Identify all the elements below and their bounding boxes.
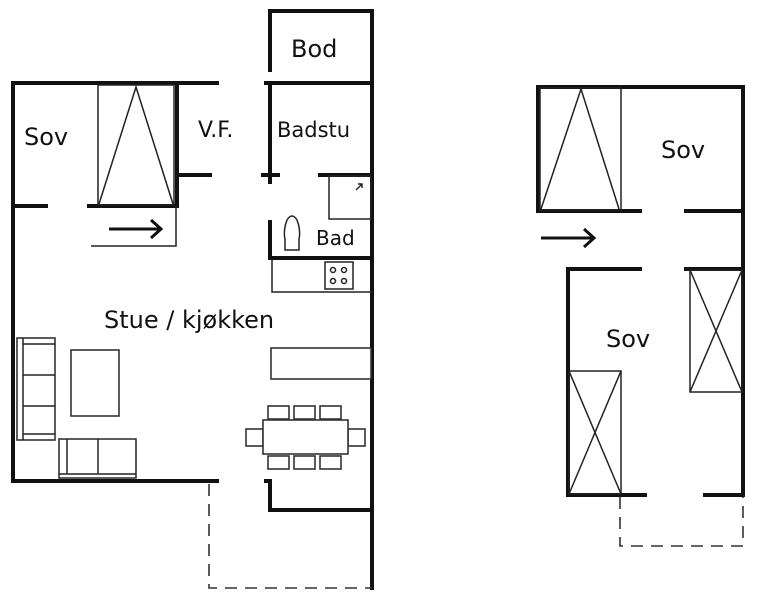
sofa [16, 337, 56, 441]
room-label-bod: Bod [291, 35, 337, 63]
room-label-badstu: Badstu [277, 118, 350, 142]
room-label-vf: V.F. [198, 118, 233, 143]
wall [268, 9, 374, 590]
ground-floor: Bod Sov V.F. Badstu Bad Stue / kjøkken [11, 9, 374, 590]
room-label-sov-top: Sov [661, 136, 705, 164]
wardrobe [568, 370, 622, 495]
stair-landing [91, 206, 177, 247]
staircase [97, 84, 175, 206]
wall [536, 85, 745, 497]
armchair-sofa [58, 438, 137, 479]
stove-icon [324, 261, 354, 290]
dining-table [245, 405, 366, 470]
toilet-icon [283, 215, 301, 251]
wall [11, 81, 219, 483]
arrow-right-icon [109, 218, 164, 240]
staircase-lines [540, 86, 620, 210]
upper-floor: Sov Sov [536, 85, 745, 547]
staircase [539, 87, 622, 211]
coffee-table [70, 349, 120, 417]
room-label-sov: Sov [24, 123, 68, 151]
staircase-lines [98, 84, 174, 205]
shower [328, 175, 372, 220]
wall [264, 479, 374, 512]
room-label-bad: Bad [316, 226, 355, 250]
wall [566, 267, 647, 497]
wardrobe [689, 269, 743, 393]
kitchen-island [270, 347, 372, 380]
room-label-sov-bottom: Sov [606, 325, 650, 353]
arrow-right-icon [541, 227, 597, 249]
terrace [208, 484, 372, 589]
room-label-stue: Stue / kjøkken [104, 306, 274, 334]
drain-icon [355, 183, 363, 191]
balcony [619, 497, 744, 547]
kitchen-counter [271, 260, 372, 293]
